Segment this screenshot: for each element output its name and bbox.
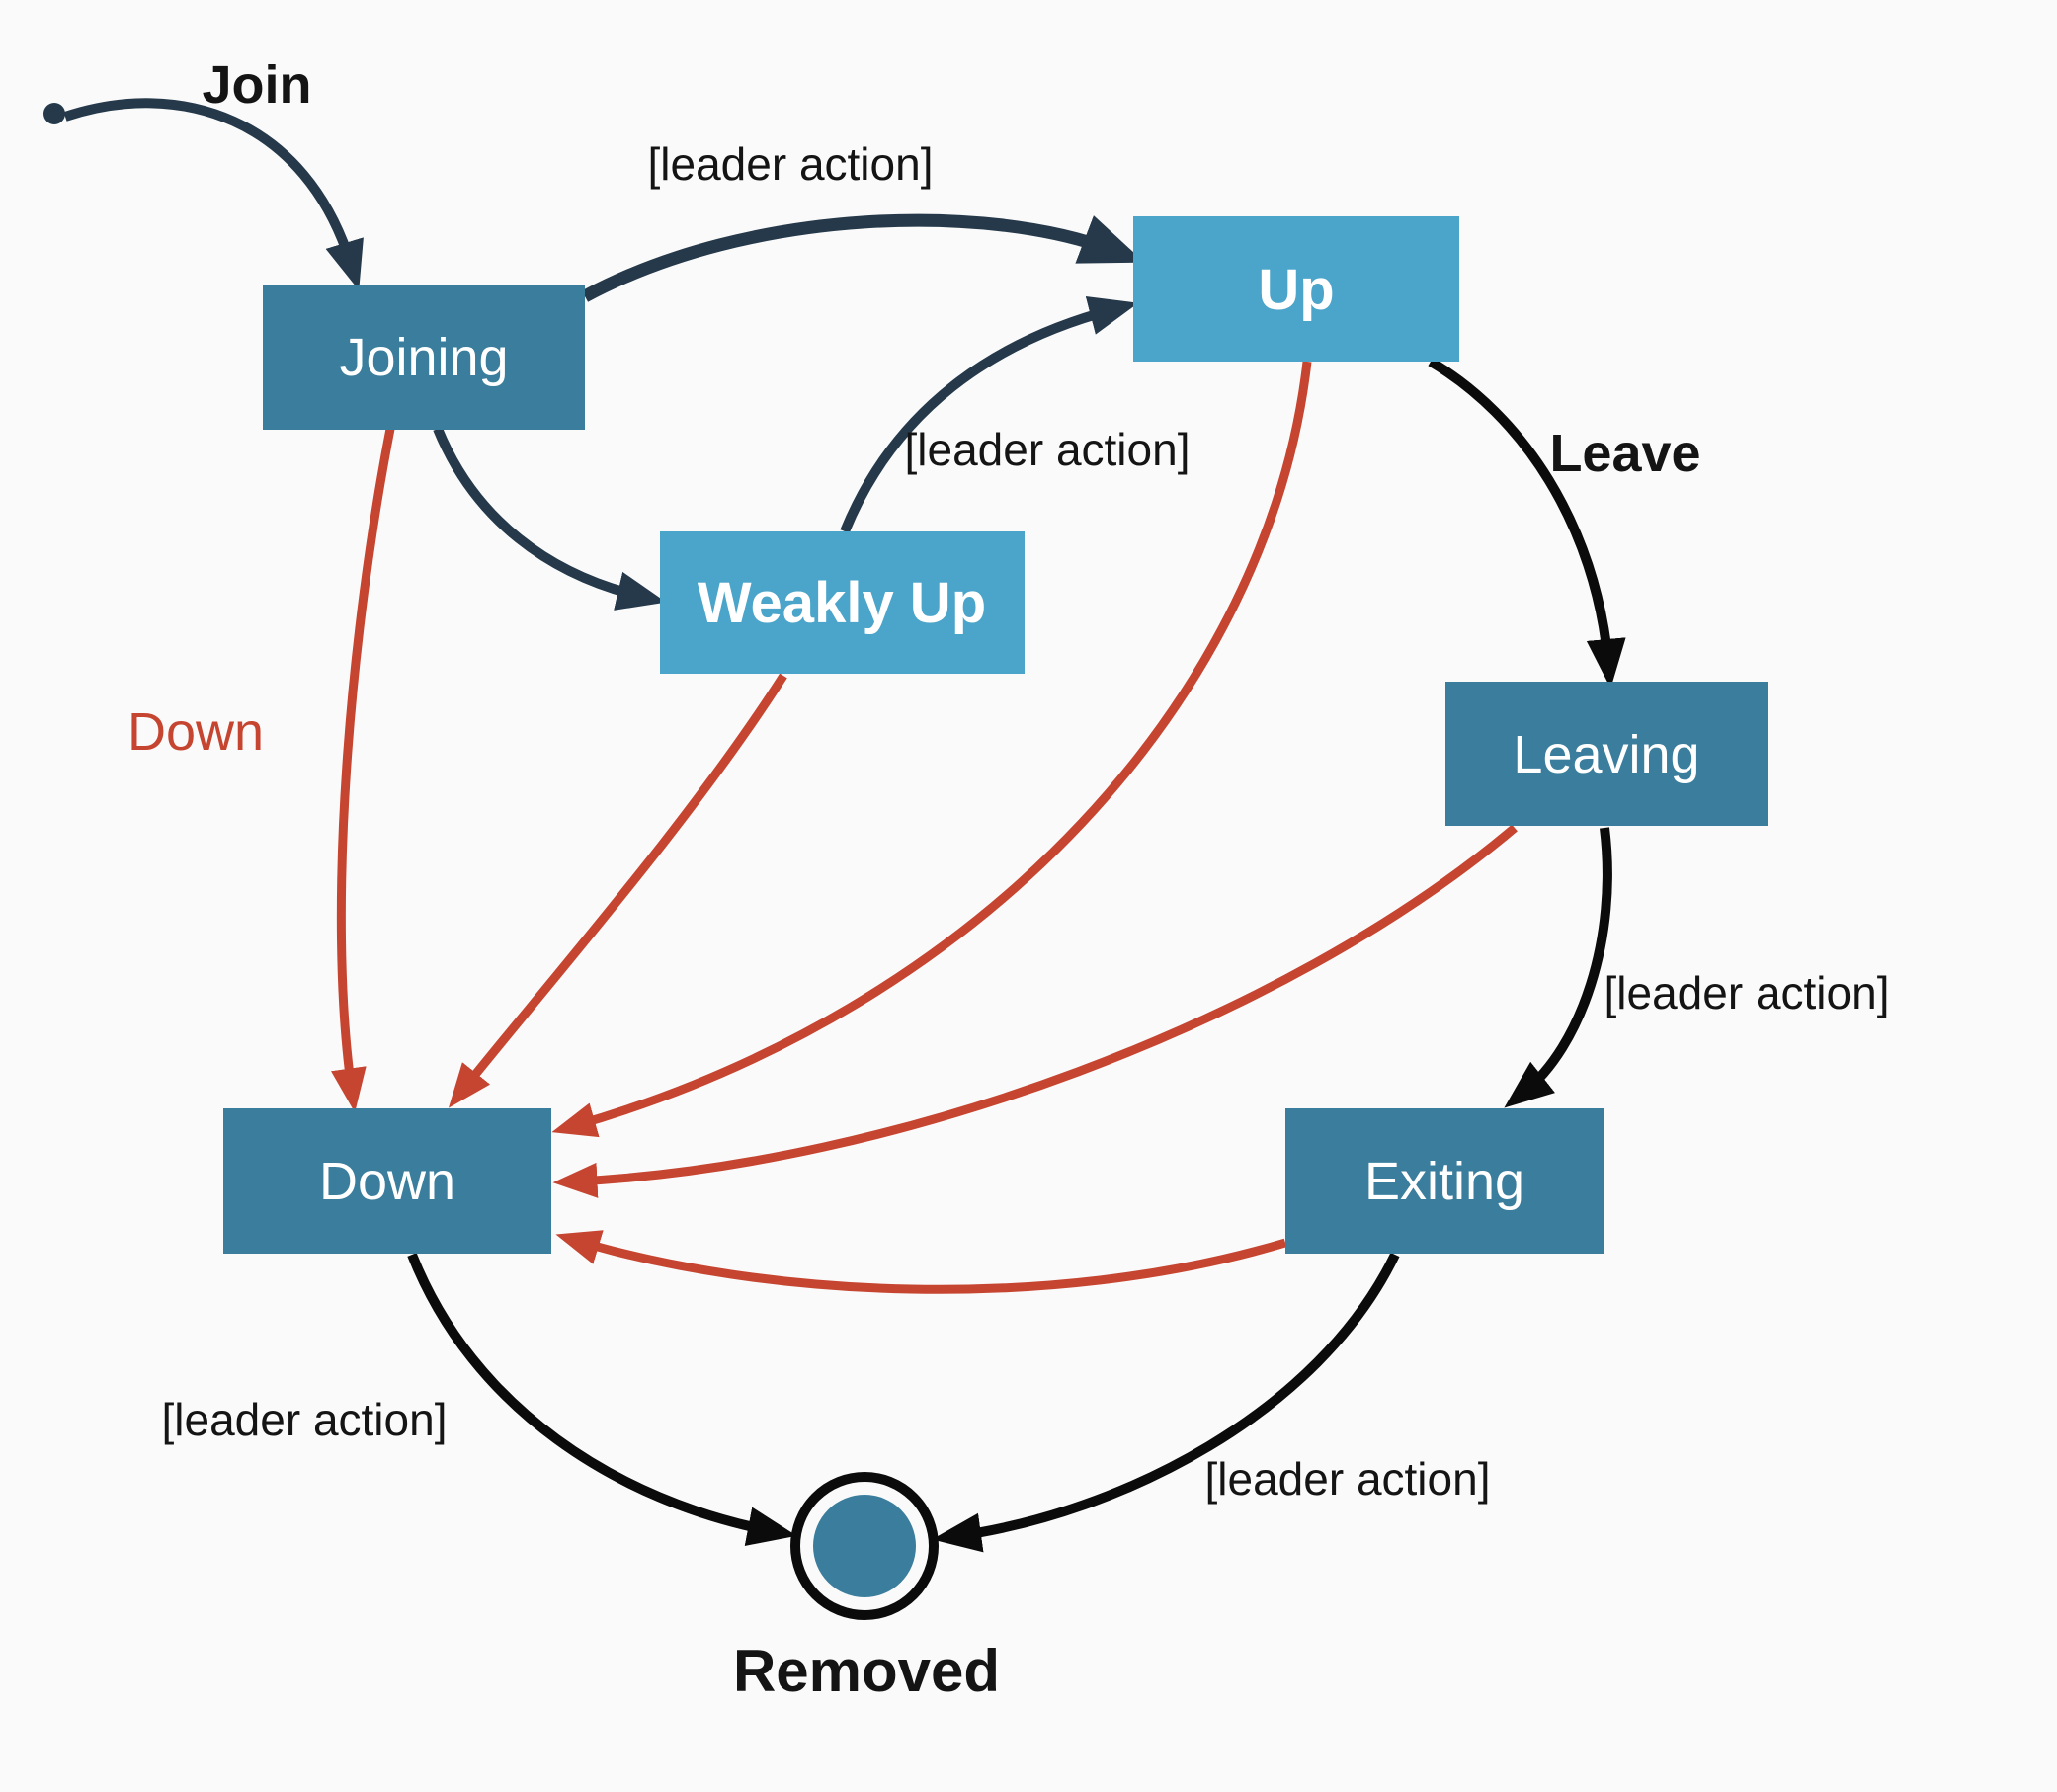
start-state-dot — [43, 103, 65, 124]
edge-joining-to-up — [581, 213, 1145, 302]
removed-inner-dot — [813, 1495, 916, 1597]
edge-label-leader-action-exiting-removed: [leader action] — [1205, 1453, 1491, 1505]
state-node-removed: Removed — [733, 1472, 1000, 1704]
edge-exiting-to-removed — [932, 1252, 1400, 1553]
up-label: Up — [1258, 258, 1334, 322]
state-node-exiting: Exiting — [1285, 1108, 1604, 1254]
edge-exiting-to-down — [555, 1230, 1287, 1294]
edge-label-leader-action-weakly-up: [leader action] — [905, 424, 1191, 475]
edge-weakly-up-to-up — [840, 295, 1139, 533]
edge-leaving-to-down — [552, 824, 1518, 1198]
state-node-leaving: Leaving — [1445, 682, 1768, 826]
edge-up-to-down — [551, 361, 1312, 1138]
edge-leaving-to-exiting — [1504, 827, 1612, 1108]
leaving-box — [1445, 682, 1768, 826]
exiting-label: Exiting — [1364, 1152, 1524, 1211]
joining-box — [263, 285, 585, 430]
leaving-label: Leaving — [1513, 725, 1699, 784]
edge-label-down: Down — [127, 702, 264, 762]
down-box — [223, 1108, 551, 1254]
removed-label: Removed — [733, 1638, 1000, 1704]
up-box — [1133, 216, 1459, 362]
edge-label-leave: Leave — [1549, 424, 1700, 483]
edge-label-join: Join — [202, 55, 311, 115]
state-node-weakly-up: Weakly Up — [660, 531, 1025, 674]
edge-up-to-leaving — [1428, 357, 1626, 689]
edge-label-leader-action-down-removed: [leader action] — [162, 1394, 448, 1445]
edge-joining-to-weakly-up — [433, 427, 667, 611]
state-node-down: Down — [223, 1108, 551, 1254]
joining-label: Joining — [339, 328, 508, 387]
edge-start-to-joining — [63, 98, 364, 290]
exiting-box — [1285, 1108, 1604, 1254]
state-node-up: Up — [1133, 216, 1459, 362]
edge-down-to-removed — [407, 1253, 797, 1546]
edge-label-leader-action-joining-up: [leader action] — [648, 138, 934, 190]
weakly-up-label: Weakly Up — [698, 571, 986, 635]
edge-weakly-up-to-down — [448, 673, 787, 1108]
edge-label-leader-action-leaving-exiting: [leader action] — [1604, 967, 1890, 1018]
edge-joining-to-down — [331, 428, 395, 1113]
down-label: Down — [319, 1152, 455, 1211]
state-node-joining: Joining — [263, 285, 585, 430]
weakly-up-box — [660, 531, 1025, 674]
